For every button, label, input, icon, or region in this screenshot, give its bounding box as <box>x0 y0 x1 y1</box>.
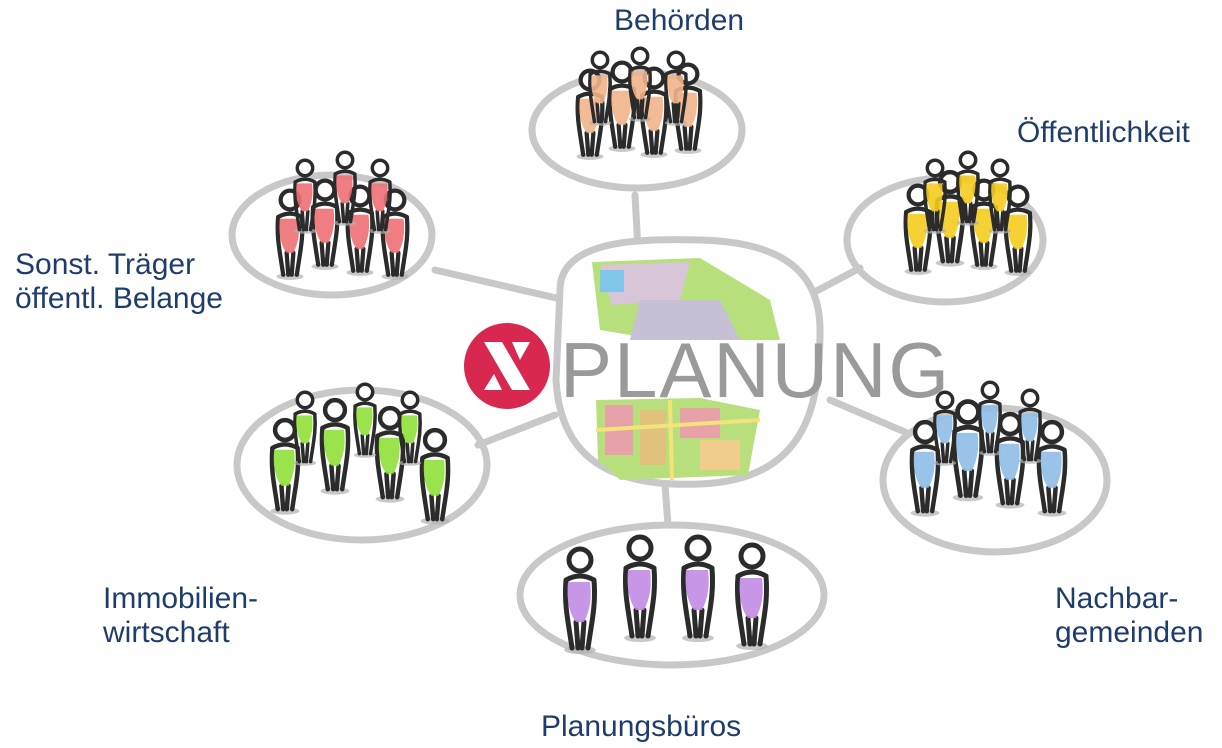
label-behoerden: Behörden <box>614 4 744 38</box>
person-figure <box>909 419 941 517</box>
label-planungsbueros-line1: Planungsbüros <box>541 710 742 743</box>
person-figure <box>293 390 317 466</box>
label-nachbargemeinden: Nachbar- gemeinden <box>1055 582 1203 650</box>
label-sonstige-line2: öffentl. Belange <box>15 282 223 315</box>
person-figure <box>978 380 1002 456</box>
person-figure <box>1003 184 1033 276</box>
label-behoerden-line1: Behörden <box>614 4 745 37</box>
person-figure <box>734 542 770 650</box>
person-figure <box>368 158 392 234</box>
person-figure <box>269 417 301 515</box>
person-figure <box>353 382 377 458</box>
outline-planungsbueros <box>516 521 828 669</box>
person-figure <box>419 427 451 525</box>
person-figure <box>923 158 947 234</box>
person-figure <box>994 411 1026 509</box>
label-immobilien-line2: wirtschaft <box>103 616 230 649</box>
person-figure <box>664 50 688 126</box>
person-figure <box>1036 419 1068 517</box>
label-oeffentlichkeit-line1: Öffentlichkeit <box>1017 116 1190 149</box>
person-figure <box>628 46 652 122</box>
person-figure <box>588 50 612 126</box>
label-sonstige-line1: Sonst. Träger <box>15 248 196 281</box>
figures-behoerden <box>575 46 703 160</box>
connector-nachbargemeinden <box>826 396 909 436</box>
person-figure <box>988 158 1012 234</box>
people-figures <box>269 46 1068 654</box>
person-figure <box>293 158 317 234</box>
person-figure <box>903 183 933 275</box>
figures-nachbargemeinden <box>909 380 1068 517</box>
person-figure <box>956 150 980 226</box>
logo-wordmark: PLANUNG <box>560 326 952 414</box>
center-map <box>552 236 824 488</box>
label-immobilien-line1: Immobilien- <box>103 582 259 615</box>
person-figure <box>933 390 957 466</box>
outline-sonstige <box>228 171 436 299</box>
connector-sonstige <box>431 266 569 304</box>
label-planungsbueros: Planungsbüros <box>541 710 741 744</box>
figures-planungsbueros <box>562 534 770 654</box>
figures-oeffentlichkeit <box>903 150 1033 276</box>
connector-planungsbueros <box>661 481 672 529</box>
person-figure <box>1018 388 1042 464</box>
label-nachbargemeinden-line1: Nachbar- <box>1055 582 1179 615</box>
connector-immobilien <box>474 411 559 449</box>
xplanung-logo-mark <box>464 323 550 409</box>
label-immobilienwirtschaft: Immobilien- wirtschaft <box>103 582 258 650</box>
person-figure <box>310 178 340 270</box>
figures-sonstige-traeger <box>275 150 410 280</box>
person-figure <box>622 534 658 642</box>
person-figure <box>333 150 357 226</box>
person-figure <box>319 397 351 495</box>
label-oeffentlichkeit: Öffentlichkeit <box>1017 116 1190 150</box>
person-figure <box>680 534 716 642</box>
person-figure <box>398 390 422 466</box>
label-sonstige-traeger: Sonst. Träger öffentl. Belange <box>15 248 223 316</box>
figures-immobilienwirtschaft <box>269 382 451 525</box>
person-figure <box>607 60 637 152</box>
label-nachbargemeinden-line2: gemeinden <box>1055 616 1204 649</box>
person-figure <box>639 66 669 158</box>
person-figure <box>562 546 598 654</box>
person-figure <box>374 405 406 503</box>
